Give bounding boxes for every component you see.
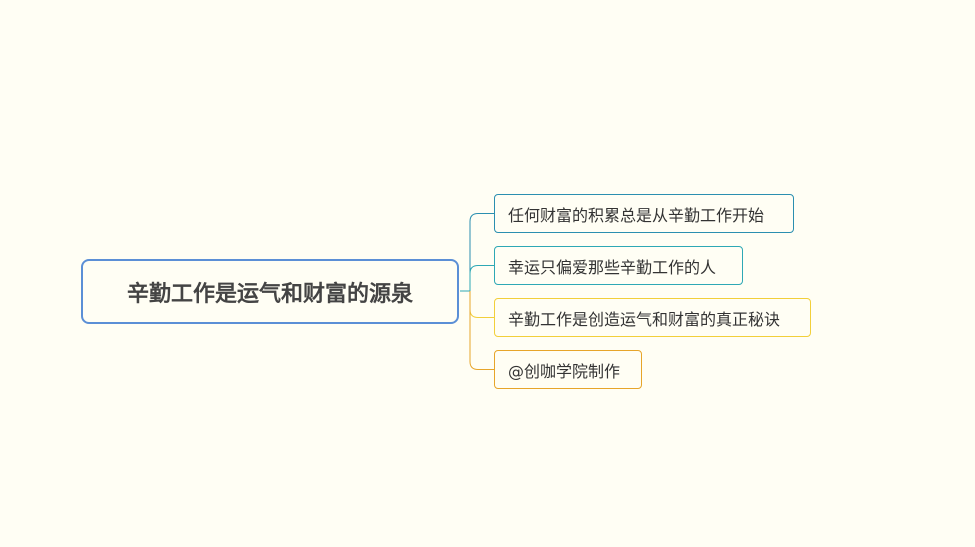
connector-line-1 [469, 265, 494, 291]
branch-topic-label: @创咖学院制作 [508, 361, 621, 381]
branch-topic-label: 幸运只偏爱那些辛勤工作的人 [508, 257, 717, 277]
root-topic-label: 辛勤工作是运气和财富的源泉 [126, 281, 413, 307]
branch-topic-true-secret[interactable]: 辛勤工作是创造运气和财富的真正秘诀 [494, 298, 811, 337]
root-topic[interactable]: 辛勤工作是运气和财富的源泉 [81, 259, 459, 324]
branch-topic-credit[interactable]: @创咖学院制作 [494, 350, 642, 389]
connector-line-2 [469, 291, 494, 318]
connector-line-3 [469, 291, 494, 370]
branch-topic-wealth-accumulation[interactable]: 任何财富的积累总是从辛勤工作开始 [494, 194, 794, 233]
branch-topic-label: 辛勤工作是创造运气和财富的真正秘诀 [508, 309, 781, 329]
branch-topic-luck-favors[interactable]: 幸运只偏爱那些辛勤工作的人 [494, 246, 743, 285]
connector-line-0 [469, 213, 494, 291]
branch-topic-label: 任何财富的积累总是从辛勤工作开始 [508, 205, 765, 225]
